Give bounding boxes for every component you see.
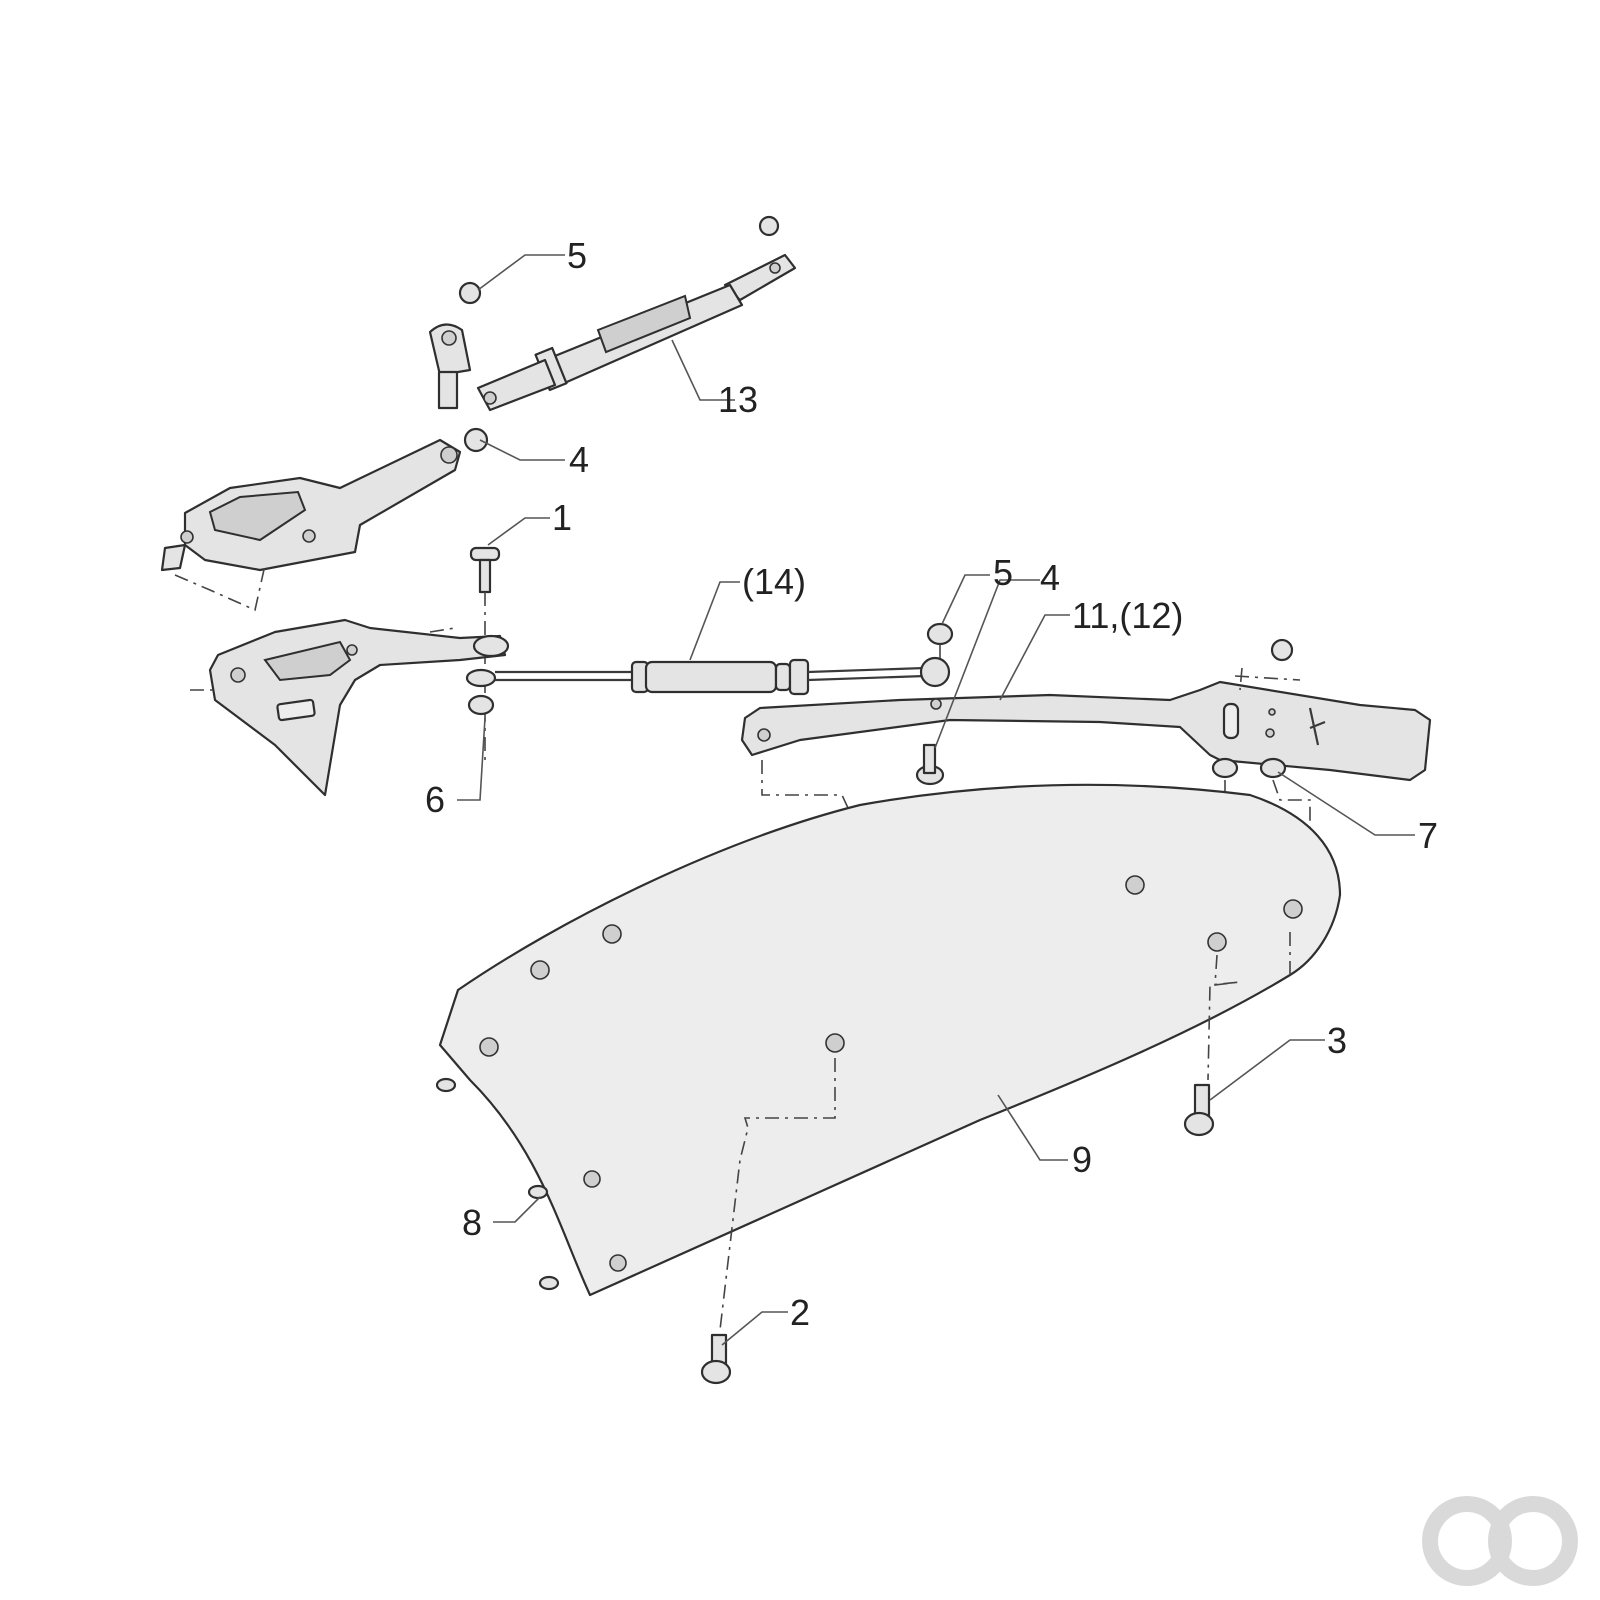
leader-lines <box>457 254 1415 1346</box>
nut-5-middle <box>926 622 954 660</box>
callout-labels: 5 13 4 1 (14) 5 4 11,(12) 6 7 3 9 8 2 <box>425 235 1438 1333</box>
frame-bracket <box>160 438 462 612</box>
bolt-3 <box>1183 954 1241 1137</box>
ball-joint <box>428 323 472 410</box>
washer-stack <box>465 634 510 716</box>
callout-9: 9 <box>1072 1139 1092 1180</box>
watermark-logo <box>1422 1496 1578 1586</box>
callout-5-top: 5 <box>567 235 587 276</box>
callout-5-middle: 5 <box>993 552 1013 593</box>
callout-14: (14) <box>742 561 806 602</box>
callout-4-top: 4 <box>569 439 589 480</box>
callout-1: 1 <box>552 497 572 538</box>
callout-8: 8 <box>462 1202 482 1243</box>
plate-9 <box>438 783 1342 1297</box>
callout-2: 2 <box>790 1292 810 1333</box>
top-link-13 <box>476 253 797 412</box>
washers-8 <box>435 1077 560 1291</box>
callout-11-12: 11,(12) <box>1072 595 1183 636</box>
callout-4-middle: 4 <box>1040 557 1060 598</box>
plate-bolt-holes <box>479 875 1303 1272</box>
callout-6: 6 <box>425 779 445 820</box>
nut-5-top <box>458 215 780 305</box>
adjusting-rod-14 <box>495 656 951 696</box>
bolt-1 <box>469 546 501 760</box>
strap-11-12 <box>740 638 1432 809</box>
callout-3: 3 <box>1327 1020 1347 1061</box>
bolt-4-middle <box>915 743 945 786</box>
coulter-arm <box>190 618 507 797</box>
cap-4-top <box>463 427 489 453</box>
bolt-2 <box>700 1058 836 1385</box>
callout-7: 7 <box>1418 815 1438 856</box>
callout-13: 13 <box>718 379 758 420</box>
